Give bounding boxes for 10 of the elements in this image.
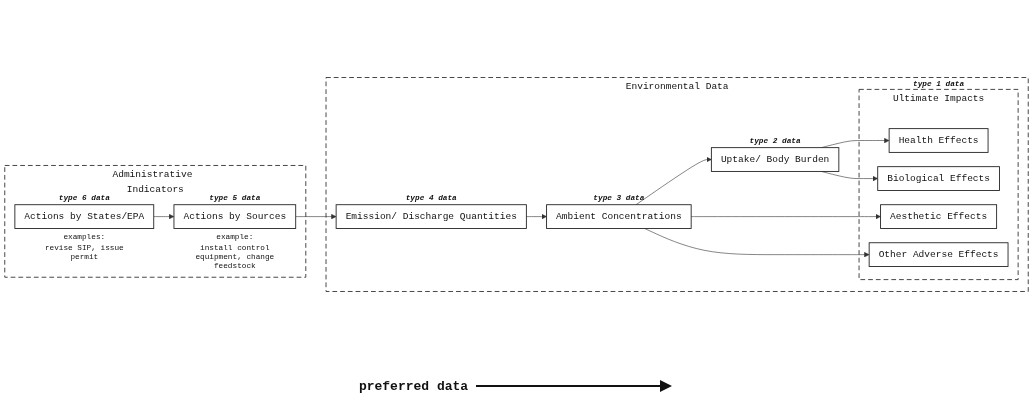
note-text: preferred data: [358, 378, 469, 394]
node-box: Uptake/ Body Burden: [710, 147, 840, 172]
node-box: Other Adverse Effects: [868, 242, 1009, 267]
node-box: Aesthetic Effects: [880, 204, 998, 229]
node-box: Actions by Sources: [173, 204, 297, 229]
node-box: Emission/ Discharge Quantities: [335, 204, 527, 229]
node-box: Ambient Concentrations: [546, 204, 692, 229]
node-box: Actions by States/EPA: [14, 204, 155, 229]
node-box: Health Effects: [888, 128, 989, 153]
node-box: Biological Effects: [877, 166, 1000, 191]
